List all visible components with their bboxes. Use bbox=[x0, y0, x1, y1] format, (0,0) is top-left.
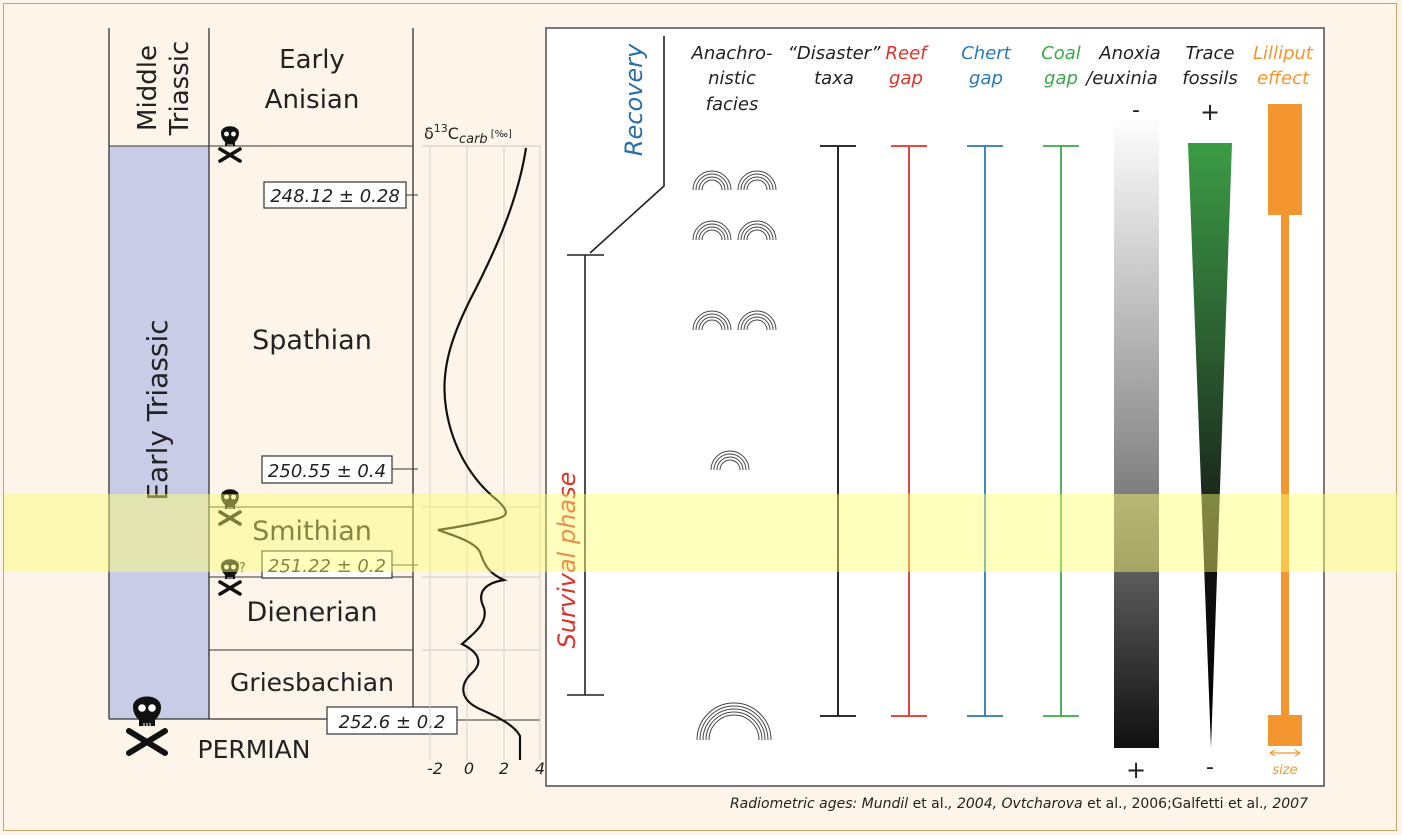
trace-header-2: fossils bbox=[1182, 68, 1238, 89]
isotope-axis-title: δ13Ccarb[‰] bbox=[424, 122, 512, 147]
figure-frame bbox=[3, 3, 1397, 831]
coal-header-2: gap bbox=[1044, 68, 1078, 89]
anoxia-sign-top: - bbox=[1132, 98, 1140, 123]
trace-fossils-wedge bbox=[1188, 143, 1232, 748]
lilliput-stem bbox=[1281, 215, 1289, 715]
anoxia-gradient-bar bbox=[1114, 116, 1159, 748]
stratigraphic-column: Middle Triassic Early Triassic Early Ani… bbox=[108, 28, 540, 764]
lilliput-header-2: effect bbox=[1257, 68, 1310, 89]
age-label-3: 251.22 ± 0.2 bbox=[268, 556, 386, 577]
anoxia-sign-bottom: + bbox=[1126, 756, 1146, 784]
reef-header-2: gap bbox=[889, 68, 923, 89]
lilliput-bottom-block bbox=[1268, 715, 1302, 746]
age-box-1 bbox=[263, 181, 407, 209]
dienerian-label: Dienerian bbox=[247, 597, 378, 628]
chert-header-2: gap bbox=[969, 68, 1003, 89]
isotope-tick-label: 2 bbox=[499, 759, 509, 778]
trace-sign-bottom: - bbox=[1206, 755, 1214, 780]
lilliput-top-block bbox=[1268, 104, 1302, 215]
anachronistic-facies-symbols bbox=[692, 170, 777, 741]
anachronistic-header-1: Anachro- bbox=[691, 43, 773, 64]
coal-header-1: Coal bbox=[1041, 43, 1081, 64]
smithian-highlight-band bbox=[4, 494, 1397, 572]
smithian-label: Smithian bbox=[252, 516, 372, 547]
recovery-bracket bbox=[589, 36, 665, 254]
chert-header-1: Chert bbox=[961, 43, 1011, 64]
early-anisian-label-1: Early bbox=[279, 45, 345, 75]
biotic-indicators-panel: Recovery Survival phase Anachro- nistic … bbox=[545, 27, 1325, 787]
early-triassic-label: Early Triassic bbox=[141, 319, 174, 500]
extinction-query-mark: ? bbox=[239, 561, 246, 576]
radiometric-ages-caption: Radiometric ages: Mundil et al., 2004, O… bbox=[730, 796, 1308, 812]
trace-header-1: Trace bbox=[1186, 43, 1235, 64]
age-box-2 bbox=[261, 455, 393, 484]
isotope-tick-label: 0 bbox=[464, 759, 474, 778]
age-box-3 bbox=[261, 550, 393, 579]
age-label-2: 250.55 ± 0.4 bbox=[268, 461, 386, 482]
carbon-isotope-curve bbox=[437, 147, 528, 760]
age-label-4: 252.6 ± 0.2 bbox=[339, 712, 446, 733]
permian-label: PERMIAN bbox=[198, 735, 311, 764]
range-bars bbox=[820, 145, 1079, 717]
middle-triassic-label-2: Triassic bbox=[165, 41, 195, 137]
reef-header-1: Reef bbox=[886, 43, 930, 64]
griesbachian-label: Griesbachian bbox=[230, 668, 394, 697]
age-label-1: 248.12 ± 0.28 bbox=[270, 186, 400, 207]
anachronistic-header-2: nistic bbox=[708, 68, 756, 89]
disaster-header-2: taxa bbox=[814, 68, 854, 89]
survival-phase-label: Survival phase bbox=[553, 472, 581, 649]
isotope-curve-panel: δ13Ccarb[‰] -2 0 2 4 bbox=[422, 122, 545, 778]
early-anisian-label-2: Anisian bbox=[265, 85, 360, 115]
anoxia-header-1: Anoxia bbox=[1098, 43, 1160, 64]
lilliput-header-1: Lilliput bbox=[1253, 43, 1314, 64]
anachronistic-header-3: facies bbox=[706, 94, 759, 115]
disaster-header-1: “Disaster” bbox=[788, 43, 882, 64]
isotope-tick-label: -2 bbox=[427, 759, 443, 778]
skull-crossbones-icon bbox=[129, 697, 165, 754]
skull-crossbones-icon bbox=[218, 124, 242, 163]
isotope-tick-label: 4 bbox=[535, 759, 545, 778]
age-box-4 bbox=[326, 706, 458, 735]
size-label: size bbox=[1272, 763, 1297, 778]
middle-triassic-label-1: Middle bbox=[133, 45, 163, 131]
trace-sign-top: + bbox=[1200, 98, 1220, 126]
recovery-phase-label: Recovery bbox=[620, 43, 648, 156]
spathian-label: Spathian bbox=[252, 325, 372, 356]
anoxia-header-2: /euxinia bbox=[1084, 68, 1158, 89]
early-triassic-fill bbox=[109, 146, 209, 719]
